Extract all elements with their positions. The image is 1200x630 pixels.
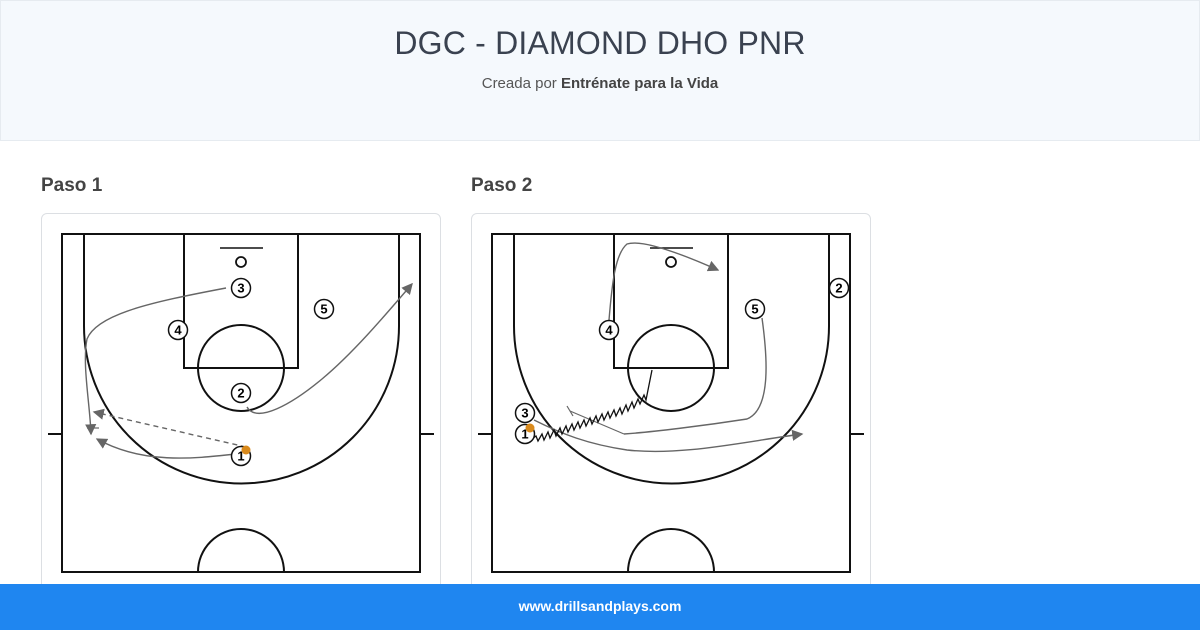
player-2: 2: [828, 277, 850, 299]
step-2-title: Paso 2: [471, 175, 533, 196]
step-2-court-diagram: 2 5 4 3 1: [478, 233, 864, 573]
svg-text:3: 3: [521, 406, 528, 421]
player-4: 4: [167, 319, 189, 341]
svg-text:4: 4: [174, 323, 182, 338]
step-2-diagram-card: 2 5 4 3 1: [471, 213, 871, 615]
author-link[interactable]: Entrénate para la Vida: [560, 75, 719, 92]
player-3: 3: [230, 277, 252, 299]
page-header: DGC - DIAMOND DHO PNR Creada por Entréna…: [0, 0, 1200, 141]
player-2: 2: [230, 382, 252, 404]
court-lines: [478, 233, 864, 573]
svg-text:5: 5: [320, 302, 327, 317]
player-3: 3: [514, 402, 536, 424]
step-1-diagram-card: 3 5 4 2 1: [41, 213, 441, 615]
footer-bar: www.drillsandplays.com: [0, 584, 1200, 630]
page-title: DGC - DIAMOND DHO PNR: [394, 25, 806, 61]
svg-text:4: 4: [605, 323, 613, 338]
step-1-title: Paso 1: [41, 175, 103, 196]
basket-icon: [220, 247, 263, 268]
basket-icon: [650, 247, 693, 268]
player-5: 5: [744, 298, 766, 320]
ball-icon: [525, 423, 535, 433]
dribble-line: [531, 369, 653, 443]
svg-text:2: 2: [835, 281, 842, 296]
player-4: 4: [598, 319, 620, 341]
ball-icon: [241, 445, 251, 455]
players: 3 5 4 2 1: [167, 277, 335, 467]
footer-url-link[interactable]: www.drillsandplays.com: [518, 598, 682, 614]
court-lines: [48, 233, 434, 573]
svg-text:5: 5: [751, 302, 758, 317]
page-subtitle: Creada por Entrénate para la Vida: [1, 75, 1199, 92]
svg-text:3: 3: [237, 281, 244, 296]
svg-text:1: 1: [521, 427, 528, 442]
step-1-court-diagram: 3 5 4 2 1: [48, 233, 434, 614]
svg-text:1: 1: [237, 449, 244, 464]
players: 2 5 4 3 1: [514, 277, 850, 445]
created-by-label: Creada por: [481, 75, 557, 92]
player-5: 5: [313, 298, 335, 320]
svg-text:2: 2: [237, 386, 244, 401]
movement-lines: [533, 242, 804, 453]
